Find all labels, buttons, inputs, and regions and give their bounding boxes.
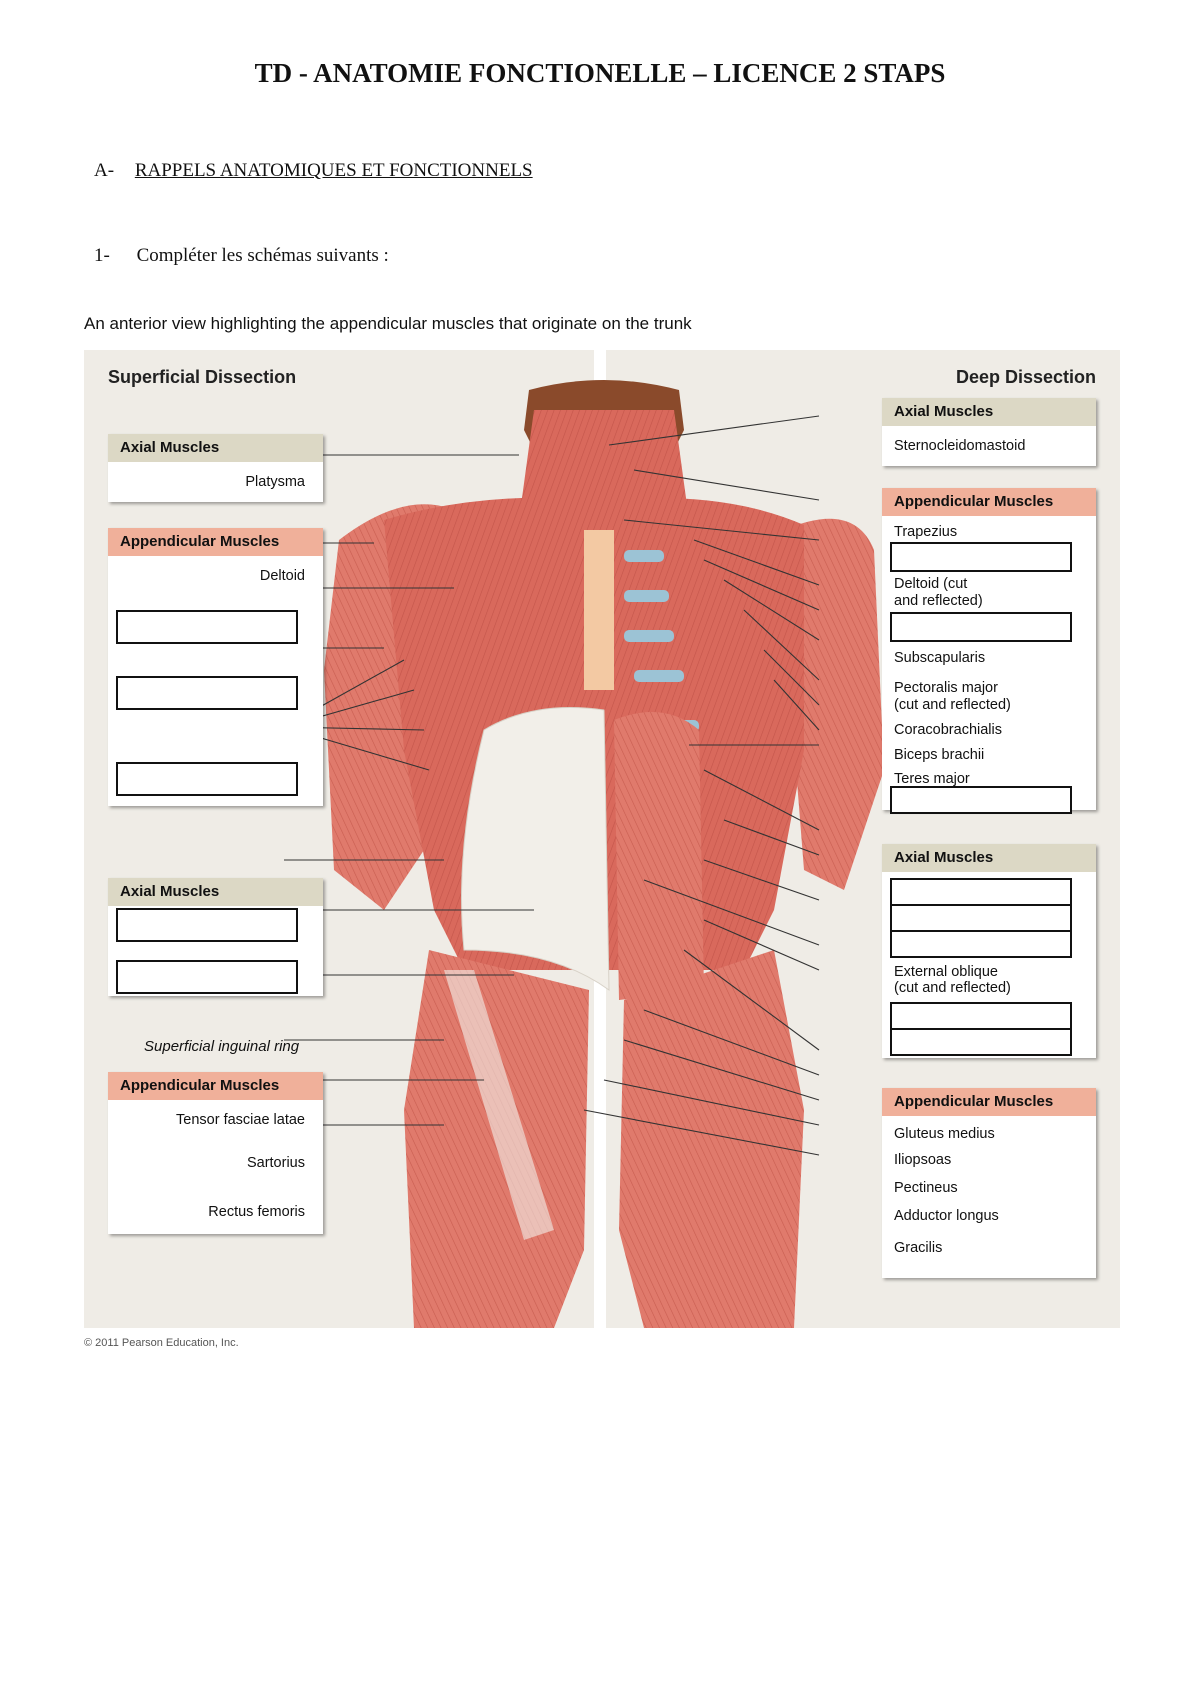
sartorius-band <box>444 970 554 1240</box>
label-rectus-femoris: Rectus femoris <box>208 1204 305 1220</box>
label-sternocleidomastoid: Sternocleidomastoid <box>894 438 1026 454</box>
torso-illustration <box>283 350 884 1328</box>
answer-box[interactable] <box>116 762 298 796</box>
right-axial-middle-panel: Axial Muscles External oblique (cut and … <box>882 844 1096 1058</box>
label-subscapularis: Subscapularis <box>894 650 986 666</box>
label-deltoid-reflected: and reflected) <box>894 593 983 609</box>
label-external-oblique-reflected: (cut and reflected) <box>894 980 1011 996</box>
question: 1- Compléter les schémas suivants : <box>94 245 389 267</box>
label-coracobrachialis: Coracobrachialis <box>894 722 1002 738</box>
superficial-title: Superficial Dissection <box>108 367 297 387</box>
label-platysma: Platysma <box>245 474 305 490</box>
label-adductor-longus: Adductor longus <box>894 1208 999 1224</box>
answer-box[interactable] <box>116 960 298 994</box>
document-title: TD - ANATOMIE FONCTIONELLE – LICENCE 2 S… <box>254 58 946 88</box>
left-appendicular-bottom-panel: Appendicular Muscles Tensor fasciae lata… <box>108 1072 323 1234</box>
right-appendicular-top-panel: Appendicular Muscles Trapezius Deltoid (… <box>882 488 1096 814</box>
panel-header: Appendicular Muscles <box>882 1088 1096 1116</box>
sternum <box>584 530 614 690</box>
answer-box[interactable] <box>116 610 298 644</box>
answer-box[interactable] <box>890 878 1072 906</box>
figure-caption: An anterior view highlighting the append… <box>84 314 692 333</box>
answer-box[interactable] <box>890 930 1072 958</box>
label-deltoid-cut: Deltoid (cut <box>894 576 968 592</box>
answer-box[interactable] <box>116 676 298 710</box>
label-gluteus-medius: Gluteus medius <box>894 1126 995 1142</box>
label-superficial-inguinal-ring: Superficial inguinal ring <box>144 1038 300 1055</box>
label-iliopsoas: Iliopsoas <box>894 1152 952 1168</box>
panel-header: Appendicular Muscles <box>108 528 323 556</box>
neck-muscles <box>519 410 689 520</box>
rectus-abdominis <box>614 712 704 1000</box>
answer-box[interactable] <box>116 908 298 942</box>
panel-header: Axial Muscles <box>882 398 1096 426</box>
label-tensor-fasciae-latae: Tensor fasciae latae <box>176 1112 305 1128</box>
answer-box[interactable] <box>890 904 1072 932</box>
panel-header: Appendicular Muscles <box>108 1072 323 1100</box>
panel-header: Appendicular Muscles <box>882 488 1096 516</box>
left-appendicular-top-panel: Appendicular Muscles Deltoid <box>108 528 323 806</box>
label-pectineus: Pectineus <box>894 1180 958 1196</box>
section-number: A- <box>94 160 115 181</box>
label-external-oblique: External oblique <box>894 964 998 980</box>
question-number: 1- <box>94 245 110 266</box>
answer-box[interactable] <box>890 1028 1072 1056</box>
right-appendicular-bottom-panel: Appendicular Muscles Gluteus medius Ilio… <box>882 1088 1096 1278</box>
abdominal-fascia <box>461 707 610 991</box>
answer-box[interactable] <box>890 542 1072 572</box>
section-heading: A- RAPPELS ANATOMIQUES ET FONCTIONNELS <box>94 160 533 182</box>
panel-header: Axial Muscles <box>108 434 323 462</box>
answer-box[interactable] <box>890 786 1072 814</box>
label-teres-major: Teres major <box>894 771 970 787</box>
label-gracilis: Gracilis <box>894 1240 943 1256</box>
anatomy-figure: Superficial Dissection Deep Dissection A… <box>84 350 1120 1328</box>
label-sartorius: Sartorius <box>246 1155 305 1171</box>
section-title: RAPPELS ANATOMIQUES ET FONCTIONNELS <box>134 160 533 181</box>
left-axial-top-panel: Axial Muscles Platysma <box>108 434 323 502</box>
answer-box[interactable] <box>890 612 1072 642</box>
answer-box[interactable] <box>890 1002 1072 1030</box>
deep-title: Deep Dissection <box>955 367 1096 387</box>
label-pectoralis-reflected: (cut and reflected) <box>894 697 1011 713</box>
right-arm <box>784 518 884 890</box>
panel-header: Axial Muscles <box>882 844 1096 872</box>
label-biceps-brachii: Biceps brachii <box>894 747 985 763</box>
left-axial-bottom-panel: Axial Muscles <box>108 878 323 996</box>
label-deltoid: Deltoid <box>259 568 305 584</box>
label-pectoralis-major: Pectoralis major <box>894 680 998 696</box>
panel-header: Axial Muscles <box>108 878 323 906</box>
right-axial-top-panel: Axial Muscles Sternocleidomastoid <box>882 398 1096 466</box>
right-thigh <box>619 950 804 1328</box>
question-text: Compléter les schémas suivants : <box>136 245 389 266</box>
label-trapezius: Trapezius <box>894 524 958 540</box>
copyright: © 2011 Pearson Education, Inc. <box>84 1337 239 1349</box>
